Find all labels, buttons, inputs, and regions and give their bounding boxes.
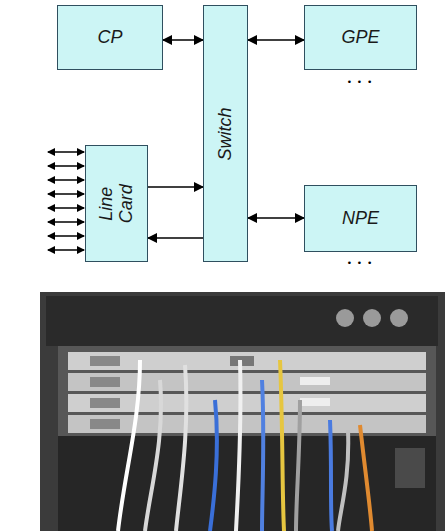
chassis xyxy=(40,292,445,531)
link-arrow xyxy=(248,39,304,41)
cables xyxy=(118,360,372,531)
component-name: CP xyxy=(97,28,122,48)
link-arrow xyxy=(148,186,203,188)
component-name: Switch xyxy=(216,107,236,160)
component-box: NPE xyxy=(304,185,417,252)
component-name: GPE xyxy=(341,28,379,48)
port-arrows xyxy=(48,152,84,250)
ellipsis-mark: • • • xyxy=(335,77,385,87)
component-name: Line Card xyxy=(97,180,137,228)
component-box: GPE xyxy=(304,5,417,70)
component-box: Switch xyxy=(203,5,248,262)
component-box: CP xyxy=(57,5,163,70)
link-arrow xyxy=(248,217,304,219)
ellipsis-mark: • • • xyxy=(335,258,385,268)
link-arrow xyxy=(148,237,203,239)
component-box: Line Card xyxy=(85,145,148,262)
component-name: NPE xyxy=(342,209,379,229)
link-arrow xyxy=(163,39,203,41)
